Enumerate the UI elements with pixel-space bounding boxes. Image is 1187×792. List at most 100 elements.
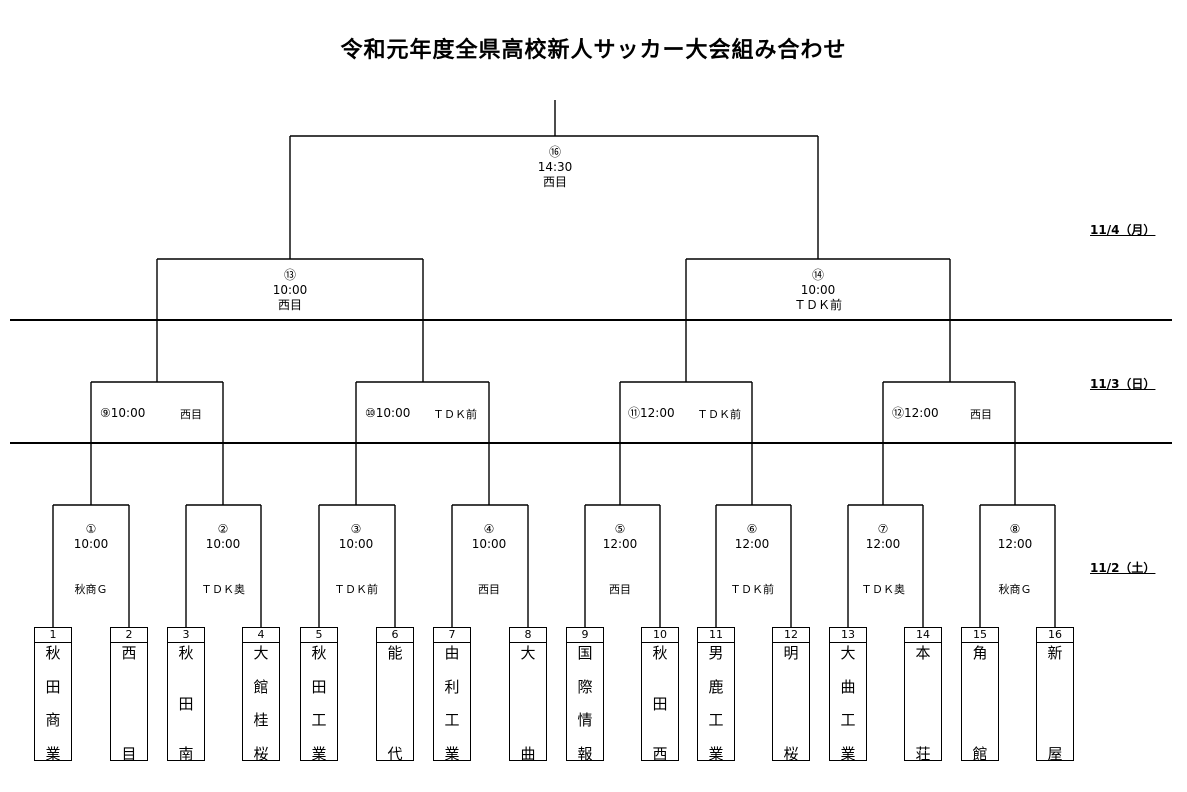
semi-match-time: 10:00 xyxy=(272,283,308,297)
team-number: 15 xyxy=(962,628,998,643)
round1-match-number: ⑦ xyxy=(877,522,889,536)
team-number: 6 xyxy=(377,628,413,643)
team-number: 10 xyxy=(642,628,678,643)
date-label-day2: 11/3（日） xyxy=(1090,377,1156,391)
semi-match-number: ⑬ xyxy=(283,268,296,282)
semi-match-venue: ＴＤＫ前 xyxy=(793,298,843,312)
round1-match-label: ⑧ 12:00 秋商Ｇ xyxy=(998,522,1033,597)
team-name: 男鹿工業 xyxy=(708,644,724,763)
team-name: 秋田商業 xyxy=(45,644,61,763)
round1-match-label: ⑤ 12:00 西目 xyxy=(603,522,638,597)
team-number: 5 xyxy=(301,628,337,643)
team-number: 3 xyxy=(168,628,204,643)
round1-match-venue: 西目 xyxy=(609,583,631,596)
team-number: 12 xyxy=(773,628,809,643)
team-name: 大館桂桜 xyxy=(253,644,269,763)
quarter-match-time: ⑪12:00 xyxy=(628,406,675,420)
quarter-match-time: ⑩10:00 xyxy=(365,406,411,420)
round1-match-time: 12:00 xyxy=(734,537,770,551)
round1-match-number: ② xyxy=(217,522,229,536)
team-name: 西目 xyxy=(121,644,137,763)
semi-match-venue: 西目 xyxy=(277,298,302,312)
team-name: 国際情報 xyxy=(577,644,593,763)
semi-match-time: 10:00 xyxy=(800,283,836,297)
team-number: 13 xyxy=(830,628,866,643)
team-name: 大曲 xyxy=(520,644,536,763)
quarter-match-venue: ＴＤＫ前 xyxy=(697,408,741,421)
team-name: 本荘 xyxy=(915,644,931,763)
final-match-label: ⑯ 14:30 西目 xyxy=(538,145,573,190)
final-match-venue: 西目 xyxy=(542,175,567,189)
quarter-match-venue: 西目 xyxy=(180,408,202,421)
team-name: 角館 xyxy=(972,644,988,763)
semi-match-label: ⑭ 10:00 ＴＤＫ前 xyxy=(794,268,842,313)
round1-match-number: ⑥ xyxy=(746,522,758,536)
quarter-match-venue: 西目 xyxy=(970,408,992,421)
round1-match-time: 12:00 xyxy=(997,537,1033,551)
semi-match-label: ⑬ 10:00 西目 xyxy=(273,268,308,313)
team-number: 11 xyxy=(698,628,734,643)
team-number: 16 xyxy=(1037,628,1073,643)
round1-match-label: ⑥ 12:00 ＴＤＫ前 xyxy=(730,522,774,597)
quarter-match-time: ⑨10:00 xyxy=(100,406,146,420)
round1-match-venue: 西目 xyxy=(478,583,500,596)
team-name: 秋田工業 xyxy=(311,644,327,763)
page-title: 令和元年度全県高校新人サッカー大会組み合わせ xyxy=(340,38,847,63)
round1-match-number: ⑧ xyxy=(1009,522,1021,536)
team-name: 秋田南 xyxy=(178,644,194,763)
round1-match-time: 10:00 xyxy=(73,537,109,551)
round1-match-venue: ＴＤＫ前 xyxy=(334,583,378,596)
round1-match-label: ⑦ 12:00 ＴＤＫ奥 xyxy=(861,522,905,597)
round1-match-venue: ＴＤＫ奥 xyxy=(861,583,905,596)
round1-match-label: ④ 10:00 西目 xyxy=(472,522,507,597)
team-number: 7 xyxy=(434,628,470,643)
team-name: 明桜 xyxy=(783,644,799,763)
round1-match-time: 12:00 xyxy=(865,537,901,551)
semi-match-number: ⑭ xyxy=(811,268,825,282)
round1-match-number: ⑤ xyxy=(614,522,626,536)
final-match-number: ⑯ xyxy=(548,145,561,159)
team-name: 秋田西 xyxy=(652,644,668,763)
round1-match-venue: ＴＤＫ前 xyxy=(730,583,774,596)
round1-match-number: ③ xyxy=(350,522,362,536)
team-number: 4 xyxy=(243,628,279,643)
round1-match-time: 10:00 xyxy=(338,537,374,551)
round1-match-venue: 秋商Ｇ xyxy=(74,583,108,596)
round1-match-label: ③ 10:00 ＴＤＫ前 xyxy=(334,522,378,597)
team-number: 8 xyxy=(510,628,546,643)
team-number: 9 xyxy=(567,628,603,643)
round1-match-time: 10:00 xyxy=(205,537,241,551)
round1-match-label: ① 10:00 秋商Ｇ xyxy=(74,522,109,597)
quarter-match-time: ⑫12:00 xyxy=(892,406,939,420)
round1-match-venue: ＴＤＫ奥 xyxy=(201,583,245,596)
team-name: 大曲工業 xyxy=(840,644,856,763)
team-name: 能代 xyxy=(387,644,403,763)
round1-match-time: 12:00 xyxy=(602,537,638,551)
date-label-day1: 11/2（土） xyxy=(1090,561,1156,575)
team-number: 14 xyxy=(905,628,941,643)
team-number: 1 xyxy=(35,628,71,643)
team-name: 新屋 xyxy=(1047,644,1063,763)
team-name: 由利工業 xyxy=(444,644,460,763)
round1-match-number: ① xyxy=(85,522,97,536)
round1-match-label: ② 10:00 ＴＤＫ奥 xyxy=(201,522,245,597)
round1-match-time: 10:00 xyxy=(471,537,507,551)
date-label-day3: 11/4（月） xyxy=(1090,223,1156,237)
team-number: 2 xyxy=(111,628,147,643)
